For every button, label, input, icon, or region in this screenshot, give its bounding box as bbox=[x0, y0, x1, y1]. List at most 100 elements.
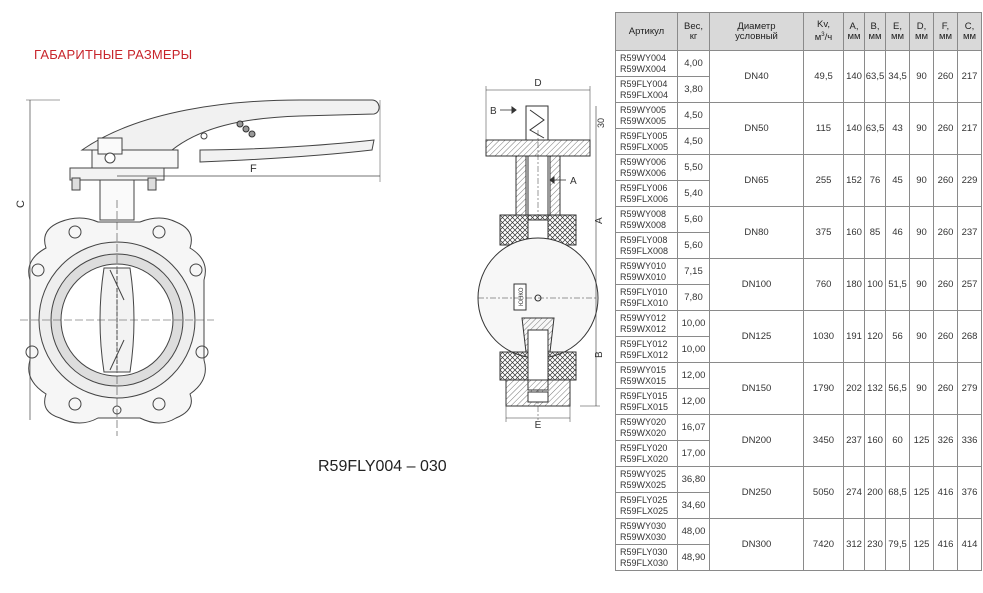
f-cell: 416 bbox=[933, 518, 958, 571]
a-cell: 202 bbox=[843, 362, 865, 415]
header-article: Артикул bbox=[615, 12, 678, 51]
b-cell: 200 bbox=[864, 466, 886, 519]
arrow-label-a: A bbox=[570, 176, 577, 187]
dimensions-heading: ГАБАРИТНЫЕ РАЗМЕРЫ bbox=[34, 47, 193, 62]
dn-cell: DN65 bbox=[709, 154, 804, 207]
header-kv: Kv,м3/ч bbox=[803, 12, 844, 51]
c-cell: 237 bbox=[957, 206, 982, 259]
dim-label-f: F bbox=[250, 163, 257, 175]
a-cell: 140 bbox=[843, 50, 865, 103]
a-cell: 152 bbox=[843, 154, 865, 207]
kv-cell: 115 bbox=[803, 102, 844, 155]
dn-cell: DN80 bbox=[709, 206, 804, 259]
header-e: E,мм bbox=[885, 12, 910, 51]
weight-cell: 7,15 bbox=[677, 258, 710, 285]
weight-cell: 12,00 bbox=[677, 362, 710, 389]
b-cell: 160 bbox=[864, 414, 886, 467]
header-weight: Вес,кг bbox=[677, 12, 710, 51]
header-c: C,мм bbox=[957, 12, 982, 51]
front-view bbox=[20, 99, 381, 436]
c-cell: 257 bbox=[957, 258, 982, 311]
f-cell: 260 bbox=[933, 362, 958, 415]
kv-cell: 375 bbox=[803, 206, 844, 259]
kv-cell: 3450 bbox=[803, 414, 844, 467]
dim-label-e: E bbox=[535, 420, 542, 431]
kv-cell: 255 bbox=[803, 154, 844, 207]
dn-cell: DN100 bbox=[709, 258, 804, 311]
header-a: A,мм bbox=[843, 12, 865, 51]
header-f: F,мм bbox=[933, 12, 958, 51]
kv-cell: 7420 bbox=[803, 518, 844, 571]
weight-cell: 3,80 bbox=[677, 76, 710, 103]
header-b: B,мм bbox=[864, 12, 886, 51]
weight-cell: 48,90 bbox=[677, 544, 710, 571]
kv-cell: 5050 bbox=[803, 466, 844, 519]
c-cell: 376 bbox=[957, 466, 982, 519]
a-cell: 312 bbox=[843, 518, 865, 571]
c-cell: 268 bbox=[957, 310, 982, 363]
weight-cell: 4,50 bbox=[677, 128, 710, 155]
d-cell: 90 bbox=[909, 154, 934, 207]
d-cell: 125 bbox=[909, 466, 934, 519]
kv-cell: 760 bbox=[803, 258, 844, 311]
weight-cell: 17,00 bbox=[677, 440, 710, 467]
a-cell: 237 bbox=[843, 414, 865, 467]
f-cell: 326 bbox=[933, 414, 958, 467]
e-cell: 45 bbox=[885, 154, 910, 207]
d-cell: 90 bbox=[909, 310, 934, 363]
e-cell: 56,5 bbox=[885, 362, 910, 415]
weight-cell: 5,40 bbox=[677, 180, 710, 207]
e-cell: 56 bbox=[885, 310, 910, 363]
kv-cell: 49,5 bbox=[803, 50, 844, 103]
dim-label-d: D bbox=[534, 78, 541, 89]
body-marking: ЮНКО bbox=[519, 287, 525, 306]
d-cell: 90 bbox=[909, 102, 934, 155]
f-cell: 260 bbox=[933, 310, 958, 363]
d-cell: 125 bbox=[909, 414, 934, 467]
f-cell: 260 bbox=[933, 154, 958, 207]
e-cell: 51,5 bbox=[885, 258, 910, 311]
c-cell: 414 bbox=[957, 518, 982, 571]
weight-cell: 4,50 bbox=[677, 102, 710, 129]
weight-cell: 12,00 bbox=[677, 388, 710, 415]
valve-drawing: C F bbox=[15, 78, 606, 436]
weight-cell: 5,60 bbox=[677, 206, 710, 233]
c-cell: 336 bbox=[957, 414, 982, 467]
f-cell: 260 bbox=[933, 50, 958, 103]
d-cell: 90 bbox=[909, 50, 934, 103]
a-cell: 274 bbox=[843, 466, 865, 519]
b-cell: 100 bbox=[864, 258, 886, 311]
dn-cell: DN50 bbox=[709, 102, 804, 155]
arrow-label-b: B bbox=[490, 106, 497, 117]
dn-cell: DN40 bbox=[709, 50, 804, 103]
b-cell: 132 bbox=[864, 362, 886, 415]
header-d: D,мм bbox=[909, 12, 934, 51]
f-cell: 260 bbox=[933, 206, 958, 259]
b-cell: 230 bbox=[864, 518, 886, 571]
